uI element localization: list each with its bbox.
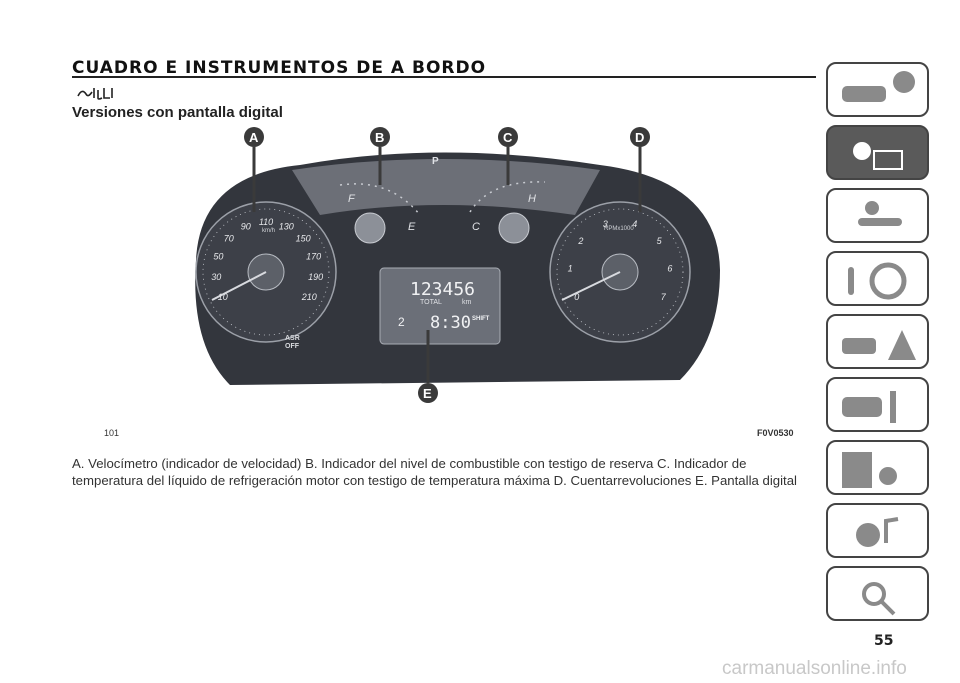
speedometer-tick-50: 50 [213,252,223,262]
steering-key-icon [848,262,907,300]
asr-label: ASR [285,335,300,342]
figure-code: F0V0530 [757,428,794,438]
tab-multimedia[interactable] [826,503,929,558]
figure-caption: A. Velocímetro (indicador de velocidad) … [72,456,797,488]
speedometer-tick-210: 210 [301,292,317,302]
odometer-label: TOTAL [420,299,442,306]
temp-cold-label: C [472,221,480,233]
callout-b-label: B [375,130,384,145]
emergency-triangle-icon [842,330,916,360]
section-subtitle: Versiones con pantalla digital [72,104,283,121]
callout-d: D [630,127,650,212]
temperature-gauge: H C [469,181,546,244]
instrument-cluster-figure: km/h RPMx1000 F E H C 123456 TOTAL km 2 … [195,127,720,403]
warning-light-message-icon [853,142,903,170]
figure-number: 101 [104,428,120,438]
tab-warning-lights[interactable] [826,125,929,180]
callout-e-label: E [423,386,432,401]
tab-safety[interactable] [826,188,929,243]
index-icon [862,582,896,616]
tab-maintenance[interactable] [826,377,929,432]
tab-index[interactable] [826,566,929,621]
speedometer-tick-190: 190 [308,272,323,282]
multimedia-icon [856,517,899,547]
odometer-unit: km [462,299,472,306]
car-info-icon [842,71,915,102]
speedometer-tick-10: 10 [218,292,228,302]
technical-data-icon [842,452,897,488]
tachometer-tick-4: 4 [632,219,637,229]
tachometer-tick-6: 6 [667,263,672,273]
odometer-value: 123456 [410,279,475,300]
speedometer-tick-110: 110 [259,217,273,227]
digital-display: 123456 TOTAL km 2 8:30 SHIFT [379,267,501,345]
tachometer-tick-3: 3 [603,219,608,229]
page-number: 55 [874,633,894,649]
tachometer-tick-0: 0 [574,292,579,302]
speedometer-tick-170: 170 [306,252,321,262]
watermark: carmanualsonline.info [722,658,907,679]
page-title: CUADRO E INSTRUMENTOS DE A BORDO [72,58,487,78]
fuel-gauge: F E [339,183,421,244]
callout-a-label: A [249,130,259,145]
park-label: P [432,156,439,167]
tab-starting[interactable] [826,251,929,306]
callout-e: E [418,330,438,403]
speedometer-tick-130: 130 [279,221,294,231]
tab-car-info[interactable] [826,62,929,117]
clock-value: 8:30 [430,313,471,333]
fuel-full-label: F [348,193,356,205]
tachometer-tick-1: 1 [568,263,573,273]
callout-b: B [370,127,390,185]
fuel-empty-label: E [408,221,416,233]
tachometer-tick-5: 5 [657,236,663,246]
speedometer-unit: km/h [262,228,275,234]
callout-c: C [498,127,518,185]
tachometer-gauge: RPMx1000 [549,201,691,343]
speedometer-tick-30: 30 [211,272,221,282]
speedometer-tick-150: 150 [296,234,311,244]
tachometer-tick-7: 7 [661,292,667,302]
tachometer-tick-2: 2 [577,236,583,246]
title-divider [72,76,816,78]
callout-c-label: C [503,130,513,145]
tab-emergency[interactable] [826,314,929,369]
temp-hot-label: H [528,193,536,205]
safety-airbag-icon [858,201,902,226]
digital-version-icon [77,88,113,100]
callout-a: A [244,127,264,212]
callout-d-label: D [635,130,644,145]
gear-indicator: 2 [398,315,405,329]
speedometer-gauge: km/h [195,201,337,343]
speedometer-tick-90: 90 [241,221,251,231]
tab-technical-data[interactable] [826,440,929,495]
speedometer-tick-70: 70 [224,234,234,244]
car-maintenance-icon [842,391,896,423]
tachometer-unit: RPMx1000 [604,226,634,232]
asr-off-label: OFF [285,343,300,350]
shift-label: SHIFT [472,316,490,322]
